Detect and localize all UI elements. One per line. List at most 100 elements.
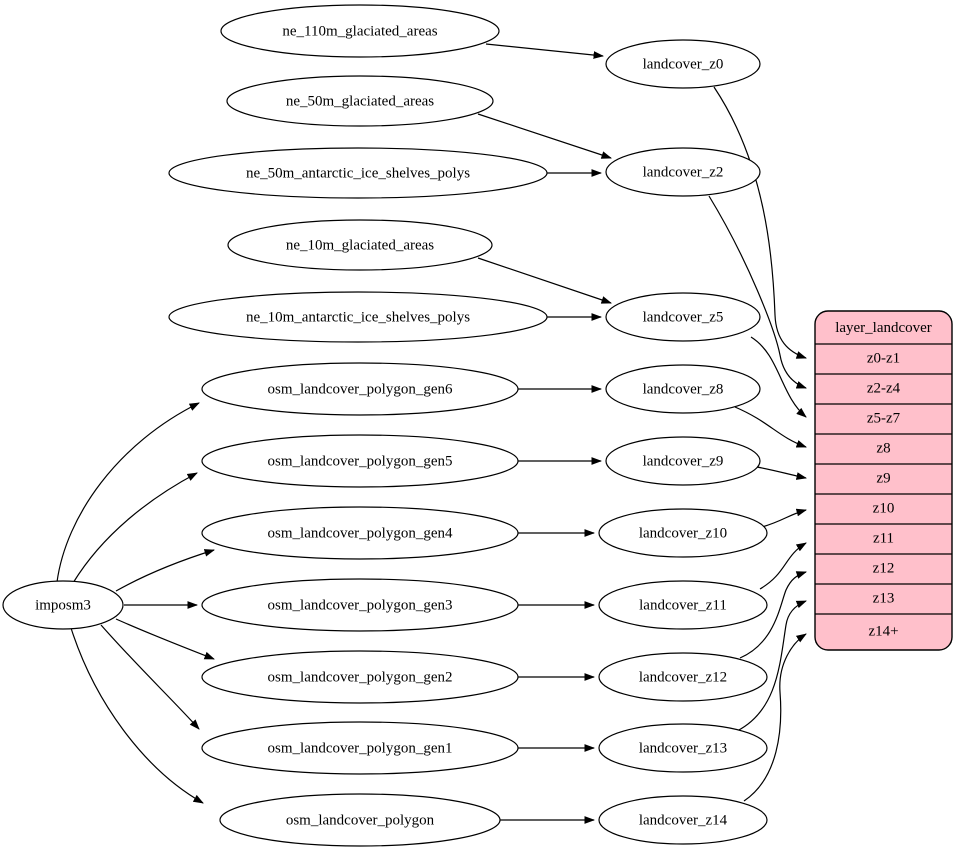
node-ellipse-landcover_z10 — [598, 508, 768, 558]
record-layer: layer_landcover z0-z1 z2-z4 z5-z7 z8 z9 z10 z11… — [814, 310, 953, 651]
record-row-z0-z1: z0-z1 — [867, 351, 900, 367]
record-row-z12: z12 — [873, 561, 895, 577]
node-landcover_z0: landcover_z0 — [605, 39, 761, 89]
node-ne_50m_glaciated_areas: ne_50m_glaciated_areas — [226, 75, 494, 127]
node-osm_landcover_polygon_gen6: osm_landcover_polygon_gen6 — [201, 362, 519, 416]
node-ne_10m_glaciated_areas: ne_10m_glaciated_areas — [227, 219, 493, 271]
edge-landcover_z10--row-z10 — [761, 508, 807, 528]
record-title: layer_landcover — [835, 320, 932, 336]
node-landcover_z14: landcover_z14 — [598, 795, 768, 845]
edge-imposm3--osm_landcover_polygon_gen5 — [72, 472, 198, 584]
edge-landcover_z8--row-z8 — [734, 406, 807, 448]
node-osm_landcover_polygon_gen5: osm_landcover_polygon_gen5 — [201, 434, 519, 488]
node-ellipse-landcover_z5 — [605, 292, 761, 342]
edge-landcover_z12--row-z12 — [739, 571, 807, 659]
record-row-z2-z4: z2-z4 — [867, 381, 901, 397]
edge-landcover_z0--row-z0-z1 — [713, 86, 807, 359]
node-label-landcover_z14: landcover_z14 — [639, 813, 728, 829]
edge-imposm3--osm_landcover_polygon_gen2 — [115, 618, 215, 660]
node-osm_landcover_polygon_gen2: osm_landcover_polygon_gen2 — [201, 650, 519, 704]
node-ellipse-landcover_z0 — [605, 39, 761, 89]
node-ne_110m_glaciated_areas: ne_110m_glaciated_areas — [220, 4, 500, 58]
node-ellipse-landcover_z12 — [598, 652, 768, 702]
node-label-osm_landcover_polygon_gen3: osm_landcover_polygon_gen3 — [268, 598, 453, 614]
node-ellipse-osm_landcover_polygon_gen5 — [201, 434, 519, 488]
node-ellipse-landcover_z13 — [598, 723, 768, 773]
node-ellipse-landcover_z11 — [598, 580, 768, 630]
record-row-z11: z11 — [873, 531, 894, 547]
node-landcover_z10: landcover_z10 — [598, 508, 768, 558]
node-landcover_z12: landcover_z12 — [598, 652, 768, 702]
node-landcover_z8: landcover_z8 — [605, 364, 761, 414]
record-row-z5-z7: z5-z7 — [867, 411, 901, 427]
edge-imposm3--osm_landcover_polygon_gen4 — [115, 549, 215, 592]
node-osm_landcover_polygon_gen1: osm_landcover_polygon_gen1 — [201, 721, 519, 775]
node-ne_10m_antarctic_ice_shelves_polys: ne_10m_antarctic_ice_shelves_polys — [168, 291, 548, 343]
node-label-landcover_z2: landcover_z2 — [643, 165, 724, 181]
node-imposm3: imposm3 — [2, 580, 124, 630]
record-row-z9: z9 — [876, 471, 890, 487]
node-label-osm_landcover_polygon_gen4: osm_landcover_polygon_gen4 — [268, 526, 453, 542]
node-ellipse-ne_50m_glaciated_areas — [226, 75, 494, 127]
node-landcover_z5: landcover_z5 — [605, 292, 761, 342]
node-label-osm_landcover_polygon_gen1: osm_landcover_polygon_gen1 — [268, 741, 453, 757]
node-label-ne_50m_glaciated_areas: ne_50m_glaciated_areas — [286, 94, 434, 110]
record-body — [814, 310, 953, 651]
node-label-landcover_z5: landcover_z5 — [643, 310, 724, 326]
node-ellipse-ne_50m_antarctic_ice_shelves_polys — [168, 147, 548, 199]
node-label-landcover_z10: landcover_z10 — [639, 526, 727, 542]
edges-layer — [56, 43, 807, 824]
node-ellipse-landcover_z9 — [605, 436, 761, 486]
node-ne_50m_antarctic_ice_shelves_polys: ne_50m_antarctic_ice_shelves_polys — [168, 147, 548, 199]
node-ellipse-landcover_z14 — [598, 795, 768, 845]
node-landcover_z11: landcover_z11 — [598, 580, 768, 630]
record-row-z14+: z14+ — [868, 624, 898, 640]
edge-imposm3--osm_landcover_polygon — [70, 627, 204, 804]
node-label-landcover_z0: landcover_z0 — [643, 57, 724, 73]
node-landcover_z9: landcover_z9 — [605, 436, 761, 486]
edge-ne_50m_glaciated_areas--landcover_z2 — [477, 113, 612, 159]
node-label-osm_landcover_polygon_gen6: osm_landcover_polygon_gen6 — [268, 382, 453, 398]
node-ellipse-ne_10m_antarctic_ice_shelves_polys — [168, 291, 548, 343]
node-label-landcover_z11: landcover_z11 — [639, 598, 727, 614]
node-ellipse-landcover_z2 — [605, 147, 761, 197]
edge-landcover_z13--row-z13 — [736, 600, 807, 732]
node-landcover_z2: landcover_z2 — [605, 147, 761, 197]
edge-landcover_z2--row-z2-z4 — [708, 195, 807, 389]
node-label-ne_50m_antarctic_ice_shelves_polys: ne_50m_antarctic_ice_shelves_polys — [246, 166, 470, 182]
edge-landcover_z11--row-z11 — [759, 542, 807, 590]
edge-ne_10m_glaciated_areas--landcover_z5 — [477, 257, 612, 304]
node-ellipse-osm_landcover_polygon_gen2 — [201, 650, 519, 704]
node-ellipse-landcover_z8 — [605, 364, 761, 414]
edge-landcover_z14--row-z14+ — [743, 633, 807, 802]
node-label-ne_10m_glaciated_areas: ne_10m_glaciated_areas — [286, 238, 434, 254]
node-ellipse-osm_landcover_polygon_gen4 — [201, 506, 519, 560]
node-label-imposm3: imposm3 — [35, 598, 91, 614]
edge-imposm3--osm_landcover_polygon_gen6 — [56, 402, 200, 583]
node-label-landcover_z12: landcover_z12 — [639, 670, 727, 686]
node-label-osm_landcover_polygon: osm_landcover_polygon — [286, 813, 435, 829]
node-label-osm_landcover_polygon_gen2: osm_landcover_polygon_gen2 — [268, 670, 453, 686]
node-label-landcover_z13: landcover_z13 — [639, 741, 727, 757]
record-row-z10: z10 — [873, 501, 895, 517]
node-label-osm_landcover_polygon_gen5: osm_landcover_polygon_gen5 — [268, 454, 453, 470]
edge-landcover_z5--row-z5-z7 — [750, 336, 807, 418]
node-ellipse-ne_110m_glaciated_areas — [220, 4, 500, 58]
edge-imposm3--osm_landcover_polygon_gen1 — [100, 624, 200, 730]
edge-ne_110m_glaciated_areas--landcover_z0 — [485, 43, 604, 59]
node-label-ne_10m_antarctic_ice_shelves_polys: ne_10m_antarctic_ice_shelves_polys — [246, 310, 470, 326]
node-ellipse-osm_landcover_polygon — [219, 793, 501, 847]
record-row-z13: z13 — [873, 591, 895, 607]
record-node-layer_landcover: layer_landcover z0-z1 z2-z4 z5-z7 z8 z9 z10 z11… — [814, 310, 953, 651]
edge-landcover_z9--row-z9 — [756, 466, 807, 480]
record-row-z8: z8 — [876, 441, 890, 457]
node-label-landcover_z8: landcover_z8 — [643, 382, 724, 398]
node-label-landcover_z9: landcover_z9 — [643, 454, 724, 470]
nodes-layer: imposm3 ne_110m_glaciated_areas ne_50m_gla… — [2, 4, 768, 847]
node-ellipse-osm_landcover_polygon_gen3 — [201, 578, 519, 632]
node-ellipse-osm_landcover_polygon_gen6 — [201, 362, 519, 416]
node-osm_landcover_polygon_gen3: osm_landcover_polygon_gen3 — [201, 578, 519, 632]
node-ellipse-osm_landcover_polygon_gen1 — [201, 721, 519, 775]
